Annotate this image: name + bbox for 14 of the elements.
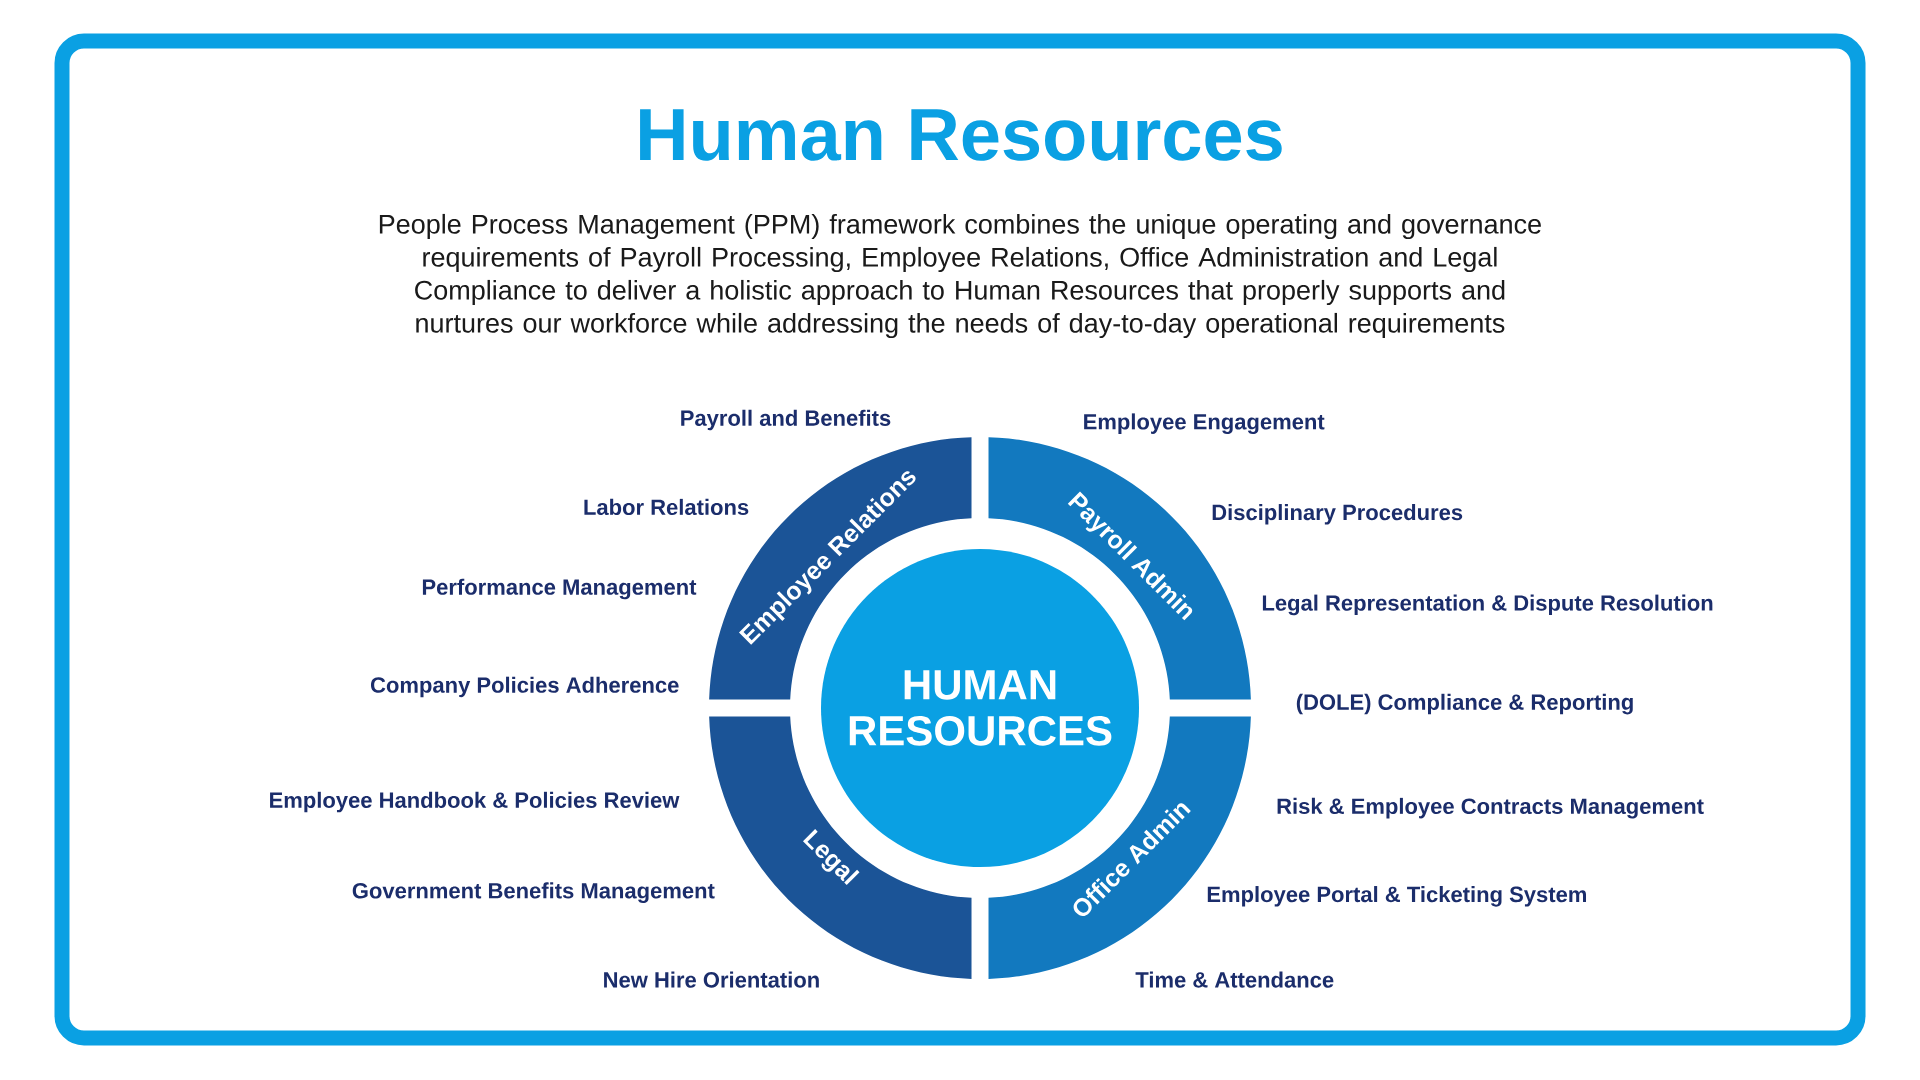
node-text: HUMAN RESOURCES [849, 670, 1112, 746]
item-label: Government Benefits Management [352, 882, 715, 903]
item-label: Labor Relations [584, 498, 749, 516]
description-text: People Process Management (PPM) framework combines the unique operating and governance requirements of Payroll Processing, Employee Relations, Office Administration and Legal Compliance to deliver a holistic approach to Human Resources that properly supports and nurtures our workforce while addressing the needs of day-to-day operational requirements [379, 213, 1541, 339]
item-label: Company Policies Adherence [371, 676, 679, 698]
item-label: Time & Attendance [1135, 971, 1334, 988]
item-label: New Hire Orientation [604, 971, 819, 988]
item-label: Disciplinary Procedures [1212, 504, 1463, 525]
item-label: Employee Handbook & Policies Review [270, 791, 680, 813]
item-label: Employee Engagement [1084, 413, 1325, 434]
item-label: Risk & Employee Contracts Management [1277, 797, 1704, 819]
item-label: Employee Portal & Ticketing System [1207, 886, 1586, 907]
title: Human Resources [640, 109, 1282, 161]
item-label: (DOLE) Compliance & Reporting [1296, 693, 1633, 715]
